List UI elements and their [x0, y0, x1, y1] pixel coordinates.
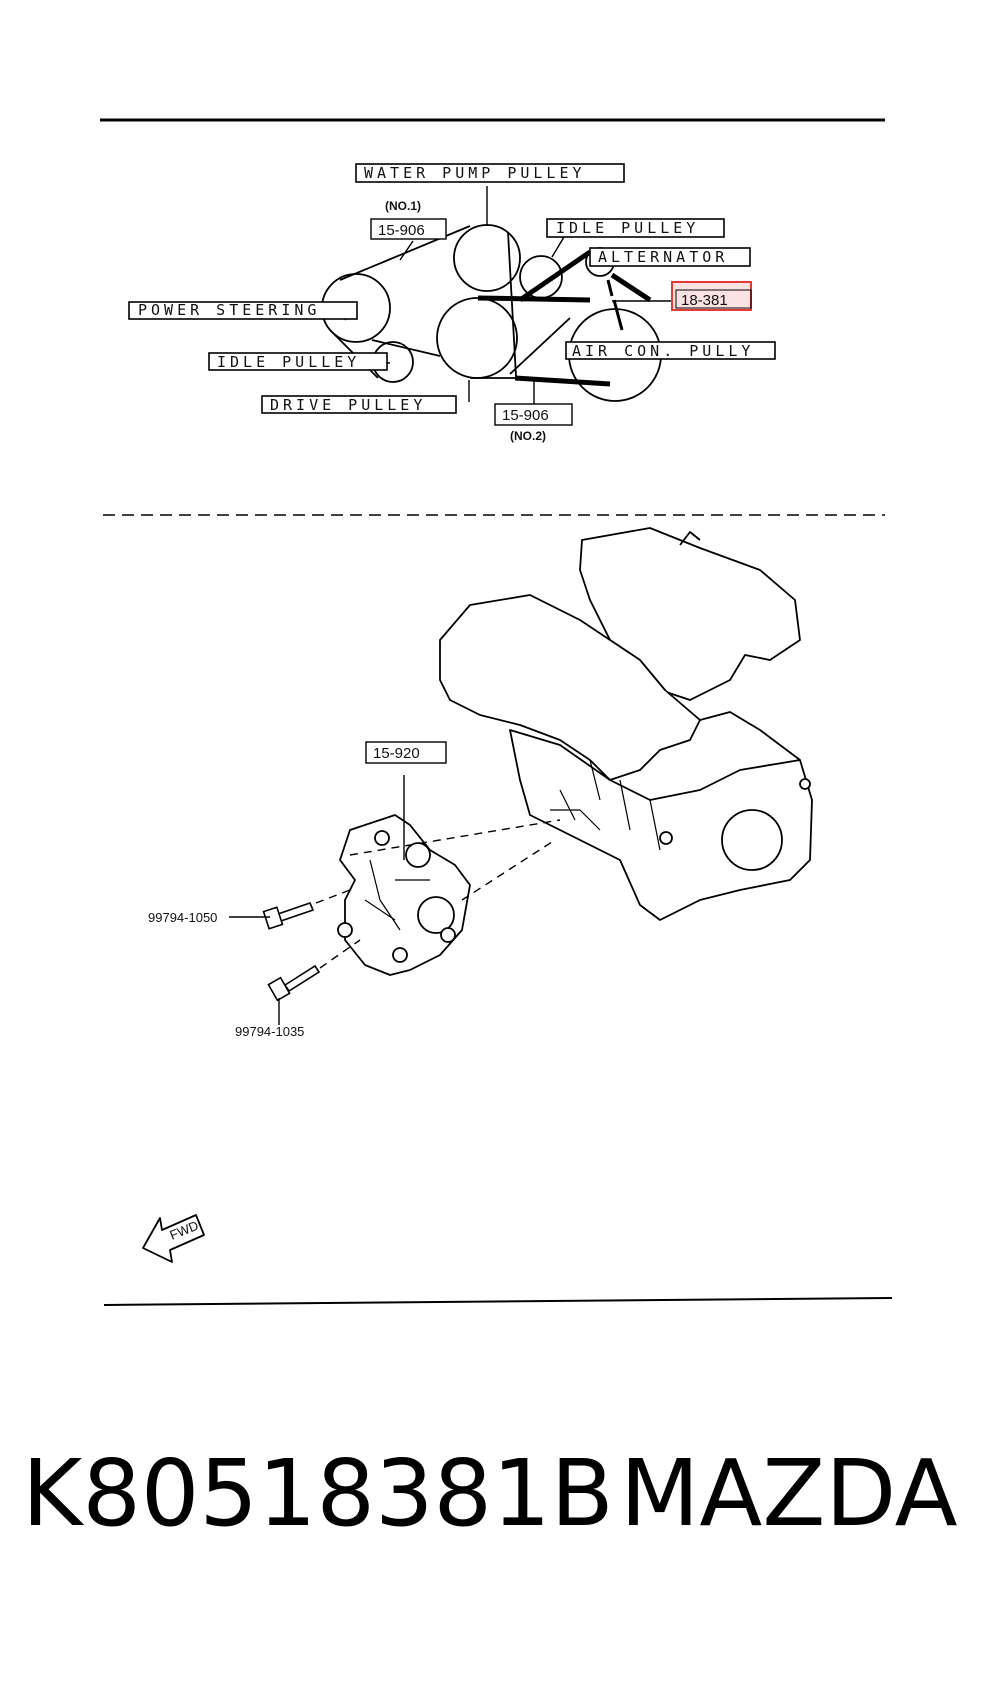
svg-text:WATER PUMP PULLEY: WATER PUMP PULLEY — [364, 164, 586, 182]
label-bolt-upper: 99794-1050 — [148, 910, 217, 925]
engine-block — [439, 527, 813, 921]
belt-no2-thin — [470, 317, 571, 379]
label-idle-pulley-top: IDLE PULLEY — [546, 218, 725, 238]
svg-text:POWER STEERING: POWER STEERING — [138, 301, 320, 319]
brand-name: MAZDA — [620, 1440, 958, 1547]
label-power-steering: POWER STEERING — [128, 301, 358, 320]
svg-text:15-906: 15-906 — [378, 222, 425, 239]
belt-no2-note: (NO.2) — [510, 429, 546, 443]
label-highlighted-part: 18-381 — [671, 281, 752, 311]
part-number-title: K80518381B — [22, 1440, 614, 1547]
footer: K80518381B MAZDA — [0, 1440, 992, 1560]
belt-no1-note: (NO.1) — [385, 199, 421, 213]
assembly-lines — [315, 819, 561, 969]
label-water-pump-pulley: WATER PUMP PULLEY — [355, 163, 625, 183]
svg-text:ALTERNATOR: ALTERNATOR — [598, 248, 728, 266]
svg-text:AIR CON. PULLY: AIR CON. PULLY — [572, 342, 754, 360]
svg-text:IDLE PULLEY: IDLE PULLEY — [556, 219, 699, 237]
label-idle-pulley-bottom: IDLE PULLEY — [208, 352, 388, 371]
svg-text:15-906: 15-906 — [502, 407, 549, 424]
drive-pulley — [436, 297, 518, 379]
label-bolt-lower: 99794-1035 — [235, 1024, 304, 1039]
label-belt-no1-part: 15-906 — [370, 218, 447, 240]
svg-text:15-920: 15-920 — [373, 745, 420, 762]
mounting-bracket — [337, 814, 471, 976]
label-air-con-pully: AIR CON. PULLY — [565, 341, 776, 360]
bottom-rule — [103, 1297, 893, 1306]
label-belt-no2-part: 15-906 — [494, 403, 573, 426]
label-alternator: ALTERNATOR — [589, 247, 751, 267]
label-drive-pulley: DRIVE PULLEY — [261, 395, 457, 414]
label-bracket-part: 15-920 — [365, 741, 447, 764]
bolt-upper — [262, 902, 315, 930]
fwd-arrow-icon: FWD — [142, 1214, 205, 1263]
belt-no2 — [477, 249, 652, 387]
tensioner-bolt — [606, 279, 624, 331]
svg-text:DRIVE PULLEY: DRIVE PULLEY — [270, 396, 426, 414]
svg-text:18-381: 18-381 — [681, 292, 728, 309]
svg-text:IDLE PULLEY: IDLE PULLEY — [217, 353, 360, 371]
bolt-lower — [267, 964, 321, 1002]
